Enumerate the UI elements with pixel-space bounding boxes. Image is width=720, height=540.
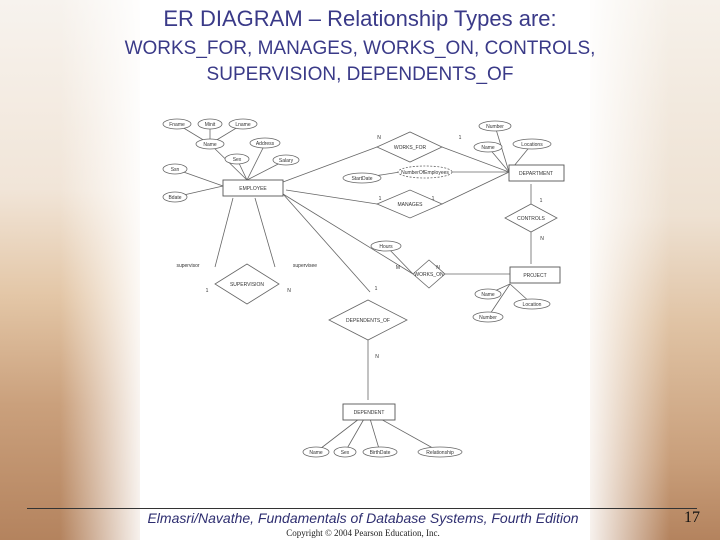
background-fade-left [60, 0, 150, 540]
attr-hours: Hours [379, 244, 393, 250]
attr-startdate: StartDate [351, 176, 372, 182]
card-controls-1: 1 [540, 198, 543, 204]
rel-manages: MANAGES [397, 202, 423, 208]
slide-subtitle-line2: SUPERVISION, DEPENDENTS_OF [206, 64, 514, 85]
attr-locations: Locations [521, 142, 543, 148]
attr-dependent-sex: Sex [341, 450, 350, 456]
attr-name: Name [203, 142, 217, 148]
role-supervisor: supervisor [176, 263, 199, 269]
entity-department: DEPARTMENT [519, 171, 553, 177]
attr-sex: Sex [233, 157, 242, 163]
card-works-on-m: M [396, 265, 400, 271]
attr-location: Location [523, 302, 542, 308]
card-controls-n: N [540, 236, 544, 242]
entity-dependent: DEPENDENT [354, 410, 385, 416]
rel-supervision: SUPERVISION [230, 282, 264, 288]
entity-employee: EMPLOYEE [239, 186, 267, 192]
page-number: 17 [684, 509, 700, 526]
attr-project-name: Name [481, 292, 495, 298]
rel-dependents-of: DEPENDENTS_OF [346, 318, 390, 324]
attr-relationship: Relationship [426, 450, 454, 456]
attr-number: Number [486, 124, 504, 130]
attr-bdate: Bdate [168, 195, 181, 201]
attr-fname: Fname [169, 122, 185, 128]
card-supervision-1: 1 [206, 288, 209, 294]
card-works-for-1: 1 [459, 135, 462, 141]
attr-number-of-employees: NumberOfEmployees [401, 170, 449, 176]
rel-controls: CONTROLS [517, 216, 545, 222]
card-works-on-n: N [436, 265, 440, 271]
footer-citation: Elmasri/Navathe, Fundamentals of Databas… [147, 510, 579, 526]
attr-dept-name: Name [481, 145, 495, 151]
slide-subtitle-line1: WORKS_FOR, MANAGES, WORKS_ON, CONTROLS, [124, 38, 596, 59]
background-fade-right [580, 0, 670, 540]
slide-title: ER DIAGRAM – Relationship Types are: [163, 6, 557, 31]
attr-dependent-name: Name [309, 450, 323, 456]
rel-works-for: WORKS_FOR [394, 145, 427, 151]
attr-project-number: Number [479, 315, 497, 321]
rel-works-on: WORKS_ON [414, 272, 444, 278]
card-supervision-n: N [287, 288, 291, 294]
card-works-for-n: N [377, 135, 381, 141]
attr-birthdate: BirthDate [370, 450, 391, 456]
entity-project: PROJECT [523, 273, 546, 279]
attr-ssn: Ssn [171, 167, 180, 173]
card-manages-1b: 1 [432, 196, 435, 202]
card-manages-1a: 1 [379, 196, 382, 202]
footer-rule [27, 508, 697, 509]
copyright: Copyright © 2004 Pearson Education, Inc. [286, 528, 440, 538]
attr-lname: Lname [235, 122, 251, 128]
attr-minit: Minit [205, 122, 216, 128]
attr-address: Address [256, 141, 275, 147]
card-dependents-of-1: 1 [375, 286, 378, 292]
card-dependents-of-n: N [375, 354, 379, 360]
er-diagram: Fname Minit Lname Name Address Sex Salar… [162, 118, 565, 458]
role-supervisee: supervisee [293, 263, 317, 269]
attr-salary: Salary [279, 158, 294, 164]
